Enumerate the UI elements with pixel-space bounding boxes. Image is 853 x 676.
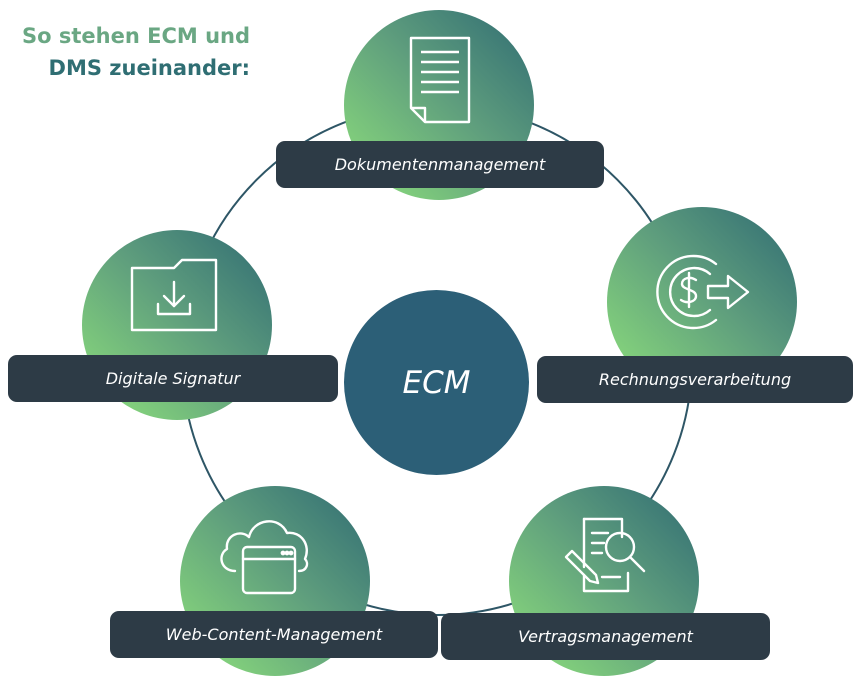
invoice-dollar-arrow-icon: [652, 242, 752, 342]
label-rechnungsverarbeitung: Rechnungsverarbeitung: [537, 356, 853, 403]
label-dokumentenmanagement: Dokumentenmanagement: [276, 141, 604, 188]
cloud-browser-icon: [213, 505, 313, 605]
label-digitale-signatur: Digitale Signatur: [8, 355, 338, 402]
diagram-heading: So stehen ECM und DMS zueinander:: [0, 20, 250, 84]
document-icon: [389, 30, 489, 130]
contract-search-pen-icon: [556, 507, 656, 607]
label-web-content-management: Web-Content-Management: [110, 611, 438, 658]
center-label: ECM: [402, 364, 471, 401]
heading-line-2: DMS zueinander:: [48, 56, 250, 80]
center-circle-ecm: ECM: [344, 290, 529, 475]
folder-download-icon: [124, 254, 224, 354]
heading-line-1: So stehen ECM und: [22, 24, 250, 48]
label-vertragsmanagement: Vertragsmanagement: [441, 613, 770, 660]
